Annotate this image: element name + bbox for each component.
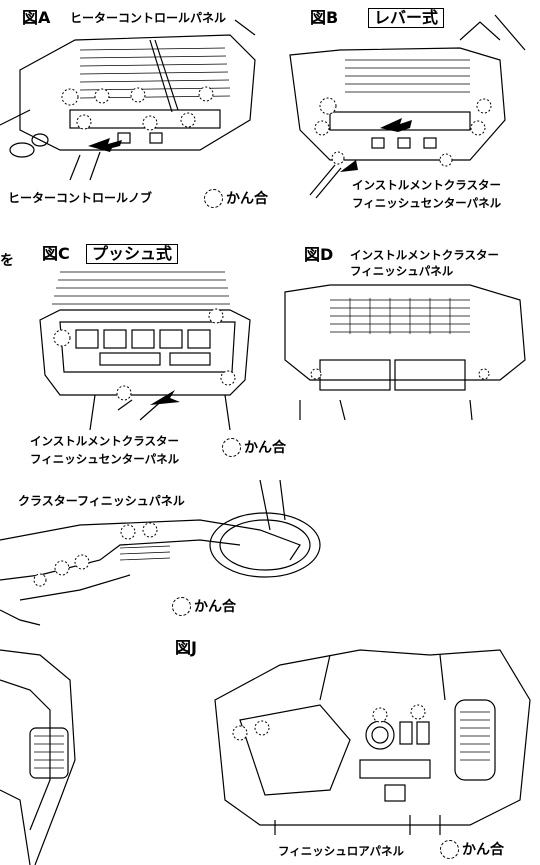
figure-c-drawing bbox=[39, 271, 251, 431]
legend-label: かん合 bbox=[244, 439, 286, 456]
figure-b-caption-line2: フィニッシュセンターパネル bbox=[352, 196, 502, 210]
fit-circle-icon bbox=[204, 189, 223, 208]
figure-a-drawing bbox=[0, 19, 256, 181]
figure-e-caption: クラスターフィニッシュパネル bbox=[18, 494, 185, 508]
figure-b-tag: 図B bbox=[310, 8, 339, 27]
side-text: を bbox=[0, 253, 14, 269]
figure-j-caption: フィニッシュロアパネル bbox=[278, 844, 405, 858]
legend-fit-c: かん合 bbox=[222, 438, 286, 457]
fit-circle-icon bbox=[172, 597, 191, 616]
figure-d-caption-line1: インストルメントクラスター bbox=[350, 248, 500, 262]
legend-fit-a: かん合 bbox=[204, 189, 268, 208]
legend-fit-j: かん合 bbox=[440, 840, 504, 859]
figure-d-drawing bbox=[284, 284, 526, 421]
figure-d-caption-line2: フィニッシュパネル bbox=[350, 264, 454, 278]
legend-fit-e: かん合 bbox=[172, 597, 236, 616]
legend-label: かん合 bbox=[462, 841, 504, 858]
figure-b-drawing bbox=[289, 14, 526, 199]
fit-circle-icon bbox=[440, 840, 459, 859]
figure-c-mode: プッシュ式 bbox=[86, 244, 179, 264]
figure-b-mode: レバー式 bbox=[368, 8, 445, 28]
legend-label: かん合 bbox=[194, 598, 236, 615]
figure-a-caption: ヒーターコントロールノブ bbox=[8, 191, 153, 205]
legend-label: かん合 bbox=[226, 190, 268, 207]
figure-c-caption-line1: インストルメントクラスター bbox=[30, 434, 180, 448]
figure-j-tag: 図J bbox=[175, 638, 197, 657]
figure-j-drawing bbox=[214, 649, 531, 835]
figure-d-tag: 図D bbox=[304, 245, 334, 264]
fit-circle-icon bbox=[222, 438, 241, 457]
figure-a-tag: 図A bbox=[22, 8, 51, 27]
figure-a-title: ヒーターコントロールパネル bbox=[70, 11, 227, 25]
figure-c-caption-line2: フィニッシュセンターパネル bbox=[30, 452, 180, 466]
figure-c-tag: 図C bbox=[42, 244, 70, 263]
figure-b-caption-line1: インストルメントクラスター bbox=[352, 178, 502, 192]
partial-figure-left bbox=[0, 649, 76, 865]
figure-e-drawing bbox=[0, 479, 321, 626]
